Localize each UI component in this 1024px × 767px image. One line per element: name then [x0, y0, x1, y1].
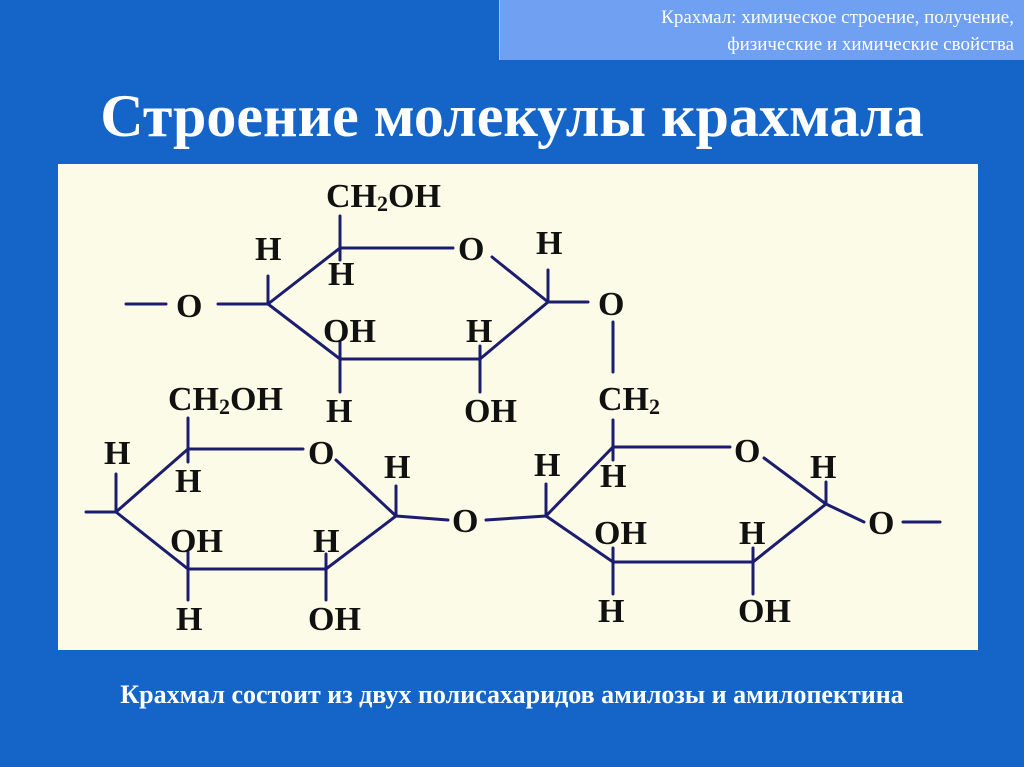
h-label: H: [313, 523, 339, 560]
h-label: H: [536, 225, 562, 262]
h-label: H: [739, 515, 765, 552]
h-label: H: [534, 447, 560, 484]
starch-structure-diagram: CH2OH H H O H O O OH H H OH CH2: [58, 164, 978, 650]
oh-label: OH: [594, 515, 647, 552]
h-label: H: [104, 435, 130, 472]
oh-label: OH: [323, 313, 376, 350]
h-label: H: [598, 593, 624, 630]
slide-title: Строение молекулы крахмала: [100, 83, 924, 149]
ring-oxygen-label: O: [734, 433, 760, 470]
top-glucose-ring: CH2OH H H O H O O OH H H OH CH2: [124, 178, 660, 430]
glycosidic-bond: [824, 502, 866, 524]
h-label: H: [384, 449, 410, 486]
h-label: H: [600, 458, 626, 495]
glycosidic-bond: [394, 514, 450, 522]
bottom-right-glucose-ring: H H O H OH H H OH O: [534, 418, 942, 630]
slide-caption: Крахмал состоит из двух полисахаридов ам…: [120, 680, 904, 709]
h-label: H: [255, 231, 281, 268]
ch2oh-label-left: CH2OH: [168, 381, 283, 419]
bridge-oxygen-label: O: [868, 505, 894, 542]
ring-bond: [114, 447, 305, 514]
bottom-left-glucose-ring: CH2OH H H O H OH H H OH O: [84, 381, 548, 638]
oh-label: OH: [308, 601, 361, 638]
oh-label: OH: [170, 523, 223, 560]
h-label: H: [176, 601, 202, 638]
glycosidic-bond: [484, 514, 548, 522]
h-label: H: [466, 313, 492, 350]
ring-oxygen-label: O: [458, 231, 484, 268]
structure-svg: CH2OH H H O H O O OH H H OH CH2: [84, 178, 942, 638]
h-label: H: [175, 463, 201, 500]
h-label: H: [326, 393, 352, 430]
oh-label: OH: [738, 593, 791, 630]
ch2-label: CH2: [598, 381, 660, 419]
ring-bond: [544, 445, 732, 518]
ch2oh-label-top: CH2OH: [326, 178, 441, 216]
header-line-1: Крахмал: химическое строение, получение,: [661, 7, 1014, 28]
bridge-oxygen-label: O: [452, 503, 478, 540]
ring-bond: [266, 246, 455, 306]
bridge-oxygen-label: O: [176, 288, 202, 325]
slide-source-header: Крахмал: химическое строение, получение,…: [499, 0, 1024, 60]
oh-label: OH: [464, 393, 517, 430]
header-line-2: физические и химические свойства: [727, 34, 1014, 55]
bridge-oxygen-label: O: [598, 286, 624, 323]
ring-oxygen-label: O: [308, 435, 334, 472]
h-label: H: [328, 256, 354, 293]
h-label: H: [810, 449, 836, 486]
